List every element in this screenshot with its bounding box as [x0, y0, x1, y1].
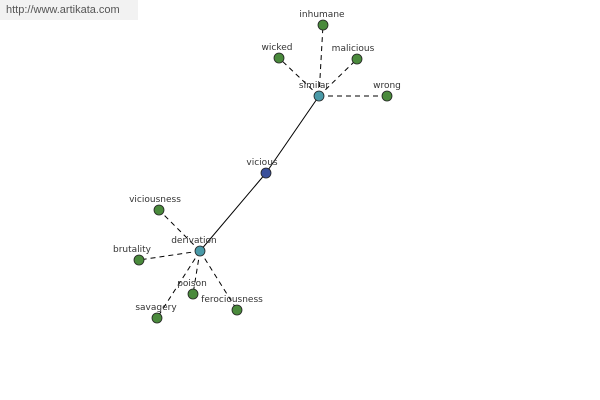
label-viciousness[interactable]: viciousness	[129, 195, 181, 205]
node-derivation[interactable]	[194, 245, 206, 257]
edge-derivation-brutality	[138, 250, 201, 261]
source-link[interactable]: http://www.artikata.com	[6, 4, 120, 16]
node-wrong[interactable]	[381, 90, 393, 102]
label-brutality[interactable]: brutality	[113, 245, 152, 255]
edges-layer	[138, 24, 387, 319]
label-wicked[interactable]: wicked	[262, 43, 293, 53]
label-malicious[interactable]: malicious	[332, 44, 375, 54]
label-wrong[interactable]: wrong	[373, 81, 401, 91]
edge-vicious-derivation	[199, 172, 267, 252]
node-poison[interactable]	[187, 288, 199, 300]
label-ferociousness[interactable]: ferociousness	[201, 295, 263, 305]
node-wicked[interactable]	[273, 52, 285, 64]
node-viciousness[interactable]	[153, 204, 165, 216]
label-savagery[interactable]: savagery	[135, 303, 177, 313]
node-savagery[interactable]	[151, 312, 163, 324]
label-derivation[interactable]: derivation	[171, 236, 217, 246]
edge-derivation-viciousness	[158, 209, 201, 252]
label-poison[interactable]: poison	[177, 279, 207, 289]
labels-layer: vicious similar derivation inhumane wicked ma…	[113, 10, 401, 313]
edge-vicious-similar	[265, 95, 320, 174]
edge-derivation-ferociousness	[199, 250, 238, 311]
edge-similar-inhumane	[318, 24, 324, 97]
label-similar[interactable]: similar	[299, 81, 329, 91]
nodes-layer	[133, 19, 393, 324]
edge-derivation-poison	[192, 250, 201, 295]
node-inhumane[interactable]	[317, 19, 329, 31]
node-similar[interactable]	[313, 90, 325, 102]
edge-similar-wicked	[278, 57, 320, 97]
label-vicious[interactable]: vicious	[246, 158, 277, 168]
node-vicious[interactable]	[260, 167, 272, 179]
edge-derivation-savagery	[156, 250, 201, 319]
label-inhumane[interactable]: inhumane	[299, 10, 345, 20]
node-malicious[interactable]	[351, 53, 363, 65]
node-brutality[interactable]	[133, 254, 145, 266]
node-ferociousness[interactable]	[231, 304, 243, 316]
source-link-box: http://www.artikata.com	[0, 0, 138, 20]
